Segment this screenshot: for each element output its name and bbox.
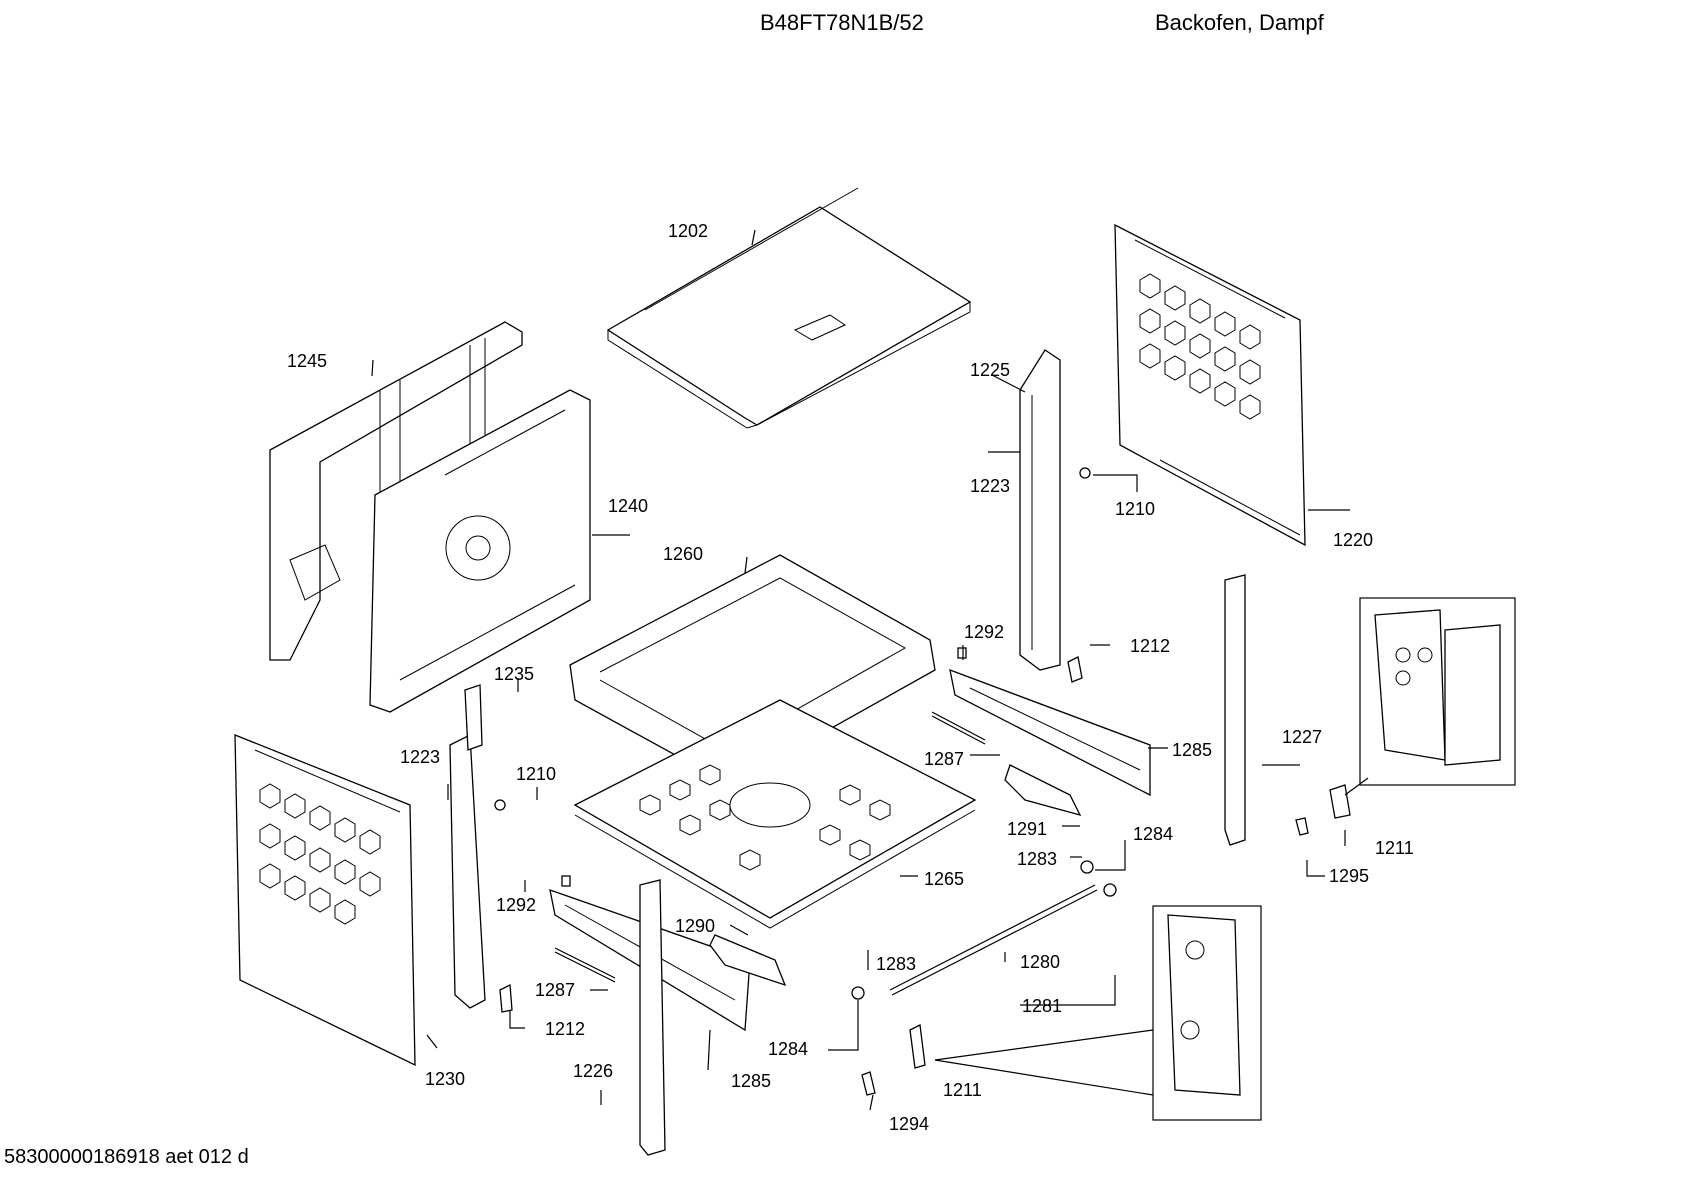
callout-1294: 1294 <box>889 1114 929 1134</box>
part-back-panel <box>369 389 591 713</box>
leader-lines <box>371 229 1350 1111</box>
part-left-side-panel <box>234 734 416 1067</box>
part-upper-side-rack <box>949 668 1151 797</box>
callout-1210: 1210 <box>516 764 556 784</box>
callout-1211: 1211 <box>1375 838 1414 858</box>
part-upper-heater-1287 <box>931 711 986 745</box>
callout-1226: 1226 <box>573 1061 613 1081</box>
callout-1223: 1223 <box>970 476 1010 496</box>
part-right-clip-1212 <box>1067 656 1083 683</box>
callout-1230: 1230 <box>425 1069 465 1089</box>
part-front-rail-1226 <box>639 879 666 1156</box>
part-small-hardware <box>561 647 1351 1096</box>
callout-1265: 1265 <box>924 869 964 889</box>
callout-1283: 1283 <box>1017 849 1057 869</box>
callout-1211: 1211 <box>943 1080 982 1100</box>
callout-1225: 1225 <box>970 360 1010 380</box>
callout-1260: 1260 <box>663 544 703 564</box>
callout-1240: 1240 <box>608 496 648 516</box>
part-lower-housing-1290 <box>709 934 787 987</box>
callout-1287: 1287 <box>924 749 964 769</box>
callout-1210: 1210 <box>1115 499 1155 519</box>
callout-1223: 1223 <box>400 747 440 767</box>
callout-1287: 1287 <box>535 980 575 1000</box>
callout-1220: 1220 <box>1333 530 1373 550</box>
callout-1235: 1235 <box>494 664 534 684</box>
part-right-screw-1210 <box>1079 467 1091 479</box>
callout-labels: 1202 1245 1225 1223 1210 1220 1240 1260 … <box>287 221 1414 1134</box>
callout-1245: 1245 <box>287 351 327 371</box>
callout-1212: 1212 <box>1130 636 1170 656</box>
callout-1284: 1284 <box>1133 824 1173 844</box>
model-number: B48FT78N1B/52 <box>760 10 924 35</box>
part-lower-heater-1287 <box>554 947 616 983</box>
part-right-side-panel-honeycomb <box>1139 273 1261 420</box>
part-upper-housing-1291 <box>1004 764 1082 817</box>
callout-1212: 1212 <box>545 1019 585 1039</box>
detail-box-latch-upper <box>1344 597 1516 796</box>
callout-1295: 1295 <box>1329 866 1369 886</box>
callout-1291: 1291 <box>1007 819 1047 839</box>
callout-1283: 1283 <box>876 954 916 974</box>
part-top-cover <box>606 187 972 429</box>
callout-1285: 1285 <box>731 1071 771 1091</box>
part-frame <box>569 554 936 786</box>
appliance-description: Backofen, Dampf <box>1155 10 1324 35</box>
callout-1290: 1290 <box>675 916 715 936</box>
detail-box-latch-lower <box>934 905 1262 1121</box>
callout-1292: 1292 <box>496 895 536 915</box>
part-left-clip-1212 <box>499 983 513 1013</box>
callout-1227: 1227 <box>1282 727 1322 747</box>
callout-1281: 1281 <box>1022 996 1062 1016</box>
document-id: 58300000186918 aet 012 d <box>4 1146 249 1168</box>
part-right-rail <box>1019 349 1061 671</box>
callout-1284: 1284 <box>768 1039 808 1059</box>
callout-1202: 1202 <box>668 221 708 241</box>
part-floor-panel <box>573 699 977 929</box>
callout-1280: 1280 <box>1020 952 1060 972</box>
callout-1285: 1285 <box>1172 740 1212 760</box>
part-left-screw-1210 <box>494 799 506 811</box>
part-rod-1280 <box>889 884 1098 996</box>
callout-1292: 1292 <box>964 622 1004 642</box>
part-vertical-rail-1227 <box>1224 574 1246 846</box>
part-rear-cover <box>269 321 523 661</box>
part-left-rail <box>449 684 486 1009</box>
